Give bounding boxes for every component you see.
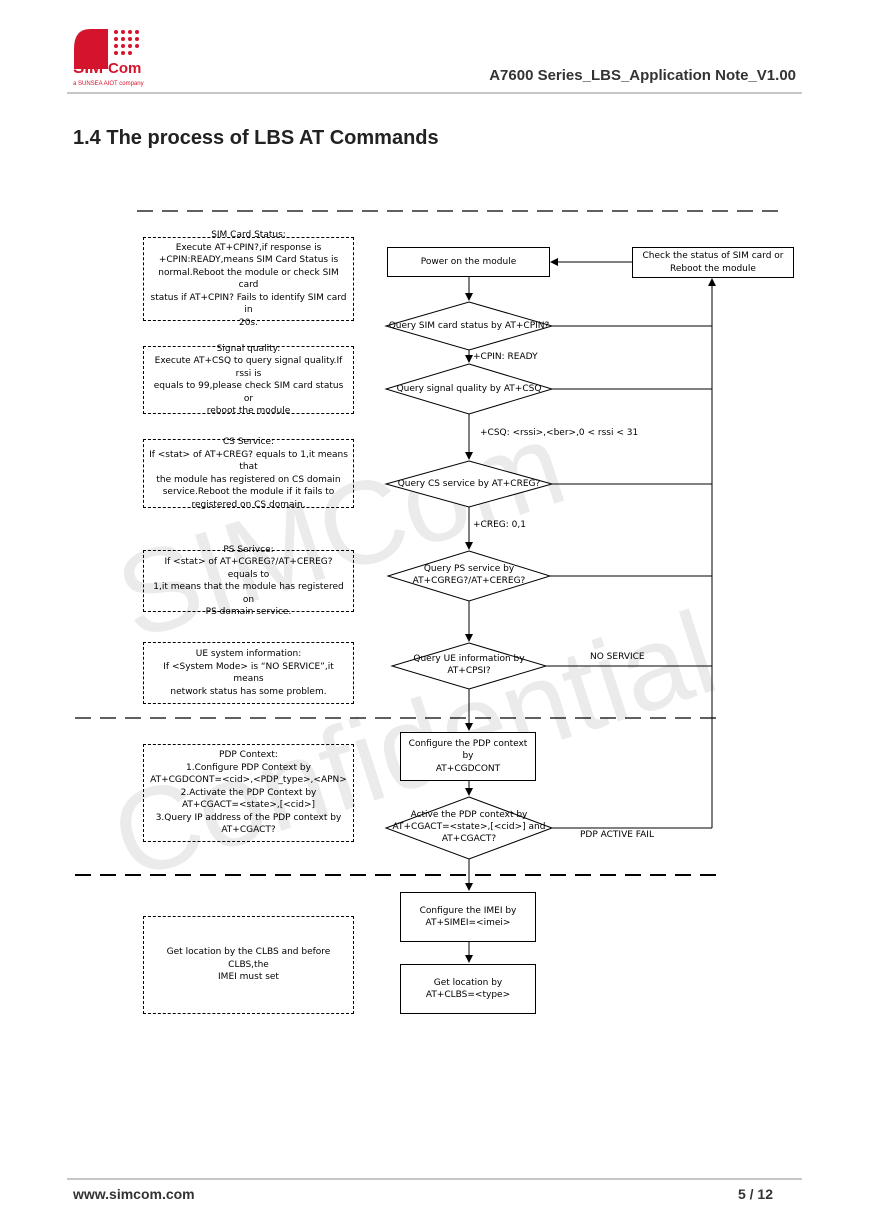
note-signal-quality: Signal quality: Execute AT+CSQ to query …: [143, 344, 354, 416]
logo-sim-text: SIM: [73, 58, 103, 77]
note-location-text: Get location by the CLBS and before CLBS…: [166, 947, 331, 983]
note-pdp-context: PDP Context: 1.Configure PDP Context by …: [143, 744, 354, 842]
logo-tagline: a SUNSEA AIOT company: [73, 81, 144, 87]
config-imei-box: Configure the IMEI by AT+SIMEI=<imei>: [400, 892, 536, 942]
note-sim-status-text: SIM Card Status: Execute AT+CPIN?,if res…: [150, 230, 347, 328]
power-on-box: Power on the module: [387, 247, 550, 277]
query-ue-label: Query UE information by AT+CPSI?: [413, 654, 525, 676]
note-ue-info: UE system information: If <System Mode> …: [143, 642, 354, 704]
query-signal-label: Query signal quality by AT+CSQ: [396, 384, 542, 394]
cpin-ready-label: +CPIN: READY: [473, 352, 538, 362]
check-sim-box: Check the status of SIM card or Reboot t…: [632, 247, 794, 278]
footer-divider: [67, 1178, 802, 1180]
footer-website: www.simcom.com: [73, 1186, 195, 1202]
pdp-fail-label: PDP ACTIVE FAIL: [580, 830, 654, 840]
note-ps-service: PS Serivce: If <stat> of AT+CGREG?/AT+CE…: [143, 545, 354, 617]
no-service-label: NO SERVICE: [590, 652, 645, 662]
get-location-box: Get location by AT+CLBS=<type>: [400, 964, 536, 1014]
note-ps-service-text: PS Serivce: If <stat> of AT+CGREG?/AT+CE…: [153, 544, 344, 618]
query-cs-label: Query CS service by AT+CREG?: [397, 479, 541, 489]
header-divider: [67, 92, 802, 94]
creg-ok-label: +CREG: 0,1: [473, 520, 526, 530]
query-sim-label: Query SIM card status by AT+CPIN?: [388, 321, 550, 331]
note-location: Get location by the CLBS and before CLBS…: [143, 916, 354, 1014]
document-title: A7600 Series_LBS_Application Note_V1.00: [489, 67, 796, 84]
footer-page-number: 5 / 12: [737, 1186, 773, 1202]
logo-com-text: Com: [108, 60, 141, 77]
note-signal-quality-text: Signal quality: Execute AT+CSQ to query …: [153, 343, 344, 417]
note-sim-status: SIM Card Status: Execute AT+CPIN?,if res…: [143, 230, 354, 328]
simcom-logo: SIM Com a SUNSEA AIOT company: [72, 27, 152, 89]
note-cs-service-text: CS Service: If <stat> of AT+CREG? equals…: [149, 437, 348, 510]
query-ps-label: Query PS service by AT+CGREG?/AT+CEREG?: [412, 564, 526, 586]
section-title: 1.4 The process of LBS AT Commands: [73, 127, 439, 149]
active-pdp-label: Active the PDP context by AT+CGACT=<stat…: [392, 810, 546, 844]
note-cs-service: CS Service: If <stat> of AT+CREG? equals…: [143, 437, 354, 510]
note-pdp-context-text: PDP Context: 1.Configure PDP Context by …: [150, 750, 347, 836]
logo-icon: SIM Com a SUNSEA AIOT company: [73, 29, 144, 87]
csq-ok-label: +CSQ: <rssi>,<ber>,0 < rssi < 31: [480, 428, 639, 438]
config-pdp-box: Configure the PDP context by AT+CGDCONT: [400, 732, 536, 781]
note-ue-info-text: UE system information: If <System Mode> …: [163, 649, 334, 697]
